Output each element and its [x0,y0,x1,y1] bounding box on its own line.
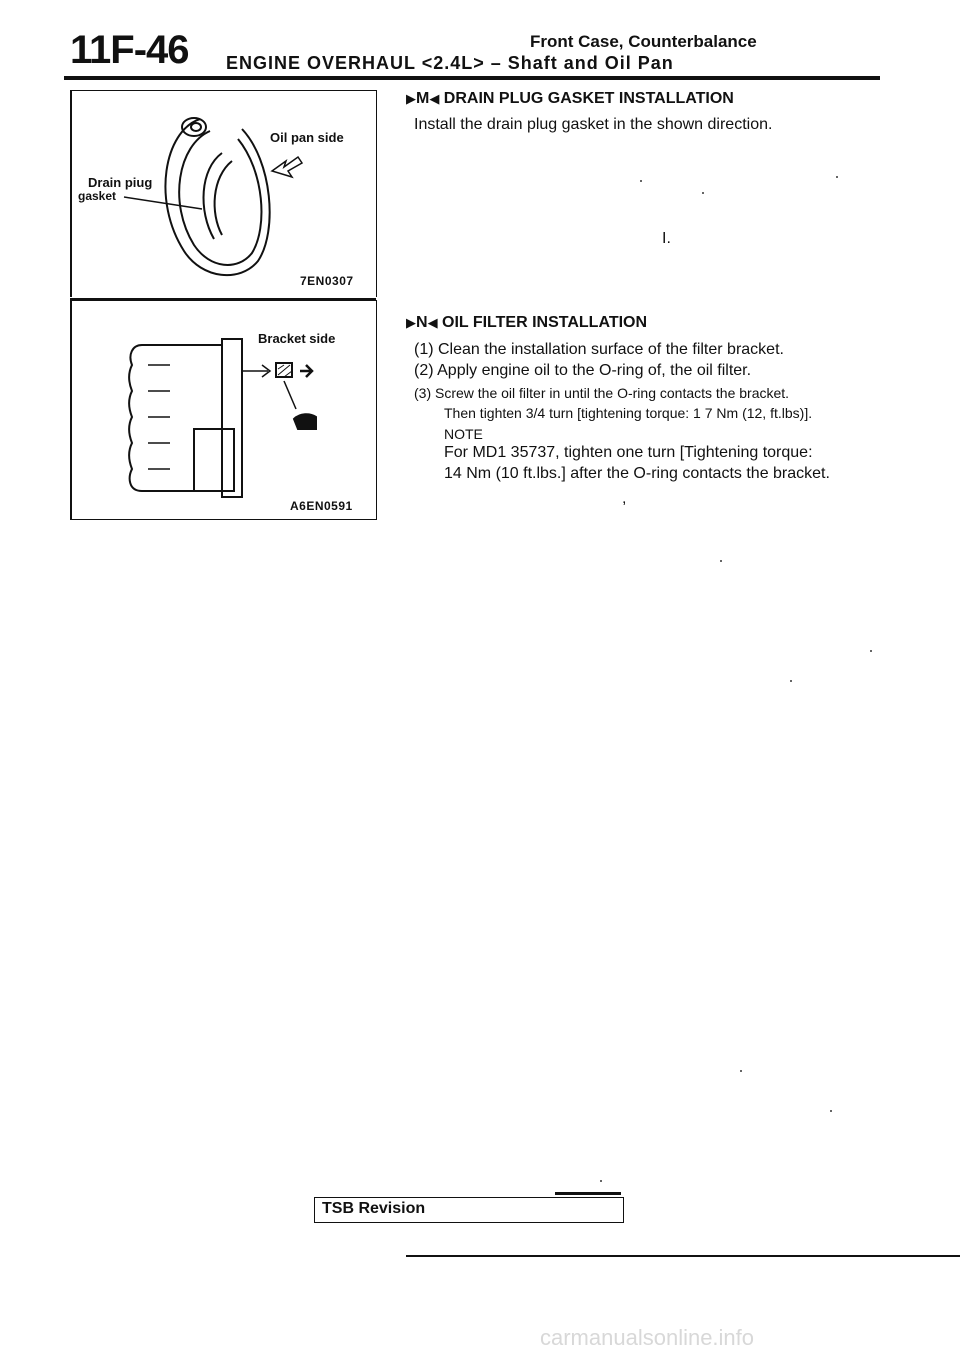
section-n-title: OIL FILTER INSTALLATION [442,314,648,331]
tsb-revision-label: TSB Revision [322,1200,426,1217]
stray-comma: , [622,490,627,507]
step-2: (2) Apply engine oil to the O-ring of, t… [414,362,752,379]
label-drain-plug: Drain piug [88,175,153,190]
step-3: (3) Screw the oil filter in until the O-… [414,385,790,401]
figure1-code: 7EN0307 [300,274,354,288]
figure-divider [70,298,376,300]
section-m-title: DRAIN PLUG GASKET INSTALLATION [443,90,734,107]
step-3-torque: Then tighten 3/4 turn [tightening torque… [444,405,813,421]
step-1: (1) Clean the installation surface of th… [414,341,784,358]
right-triangle-icon: ▶ [406,315,416,330]
note-line-2: 14 Nm (10 ft.lbs.] after the O-ring cont… [444,465,830,482]
right-triangle-icon: ▶ [406,91,416,106]
note-line-1: For MD1 35737, tighten one turn [Tighten… [444,444,813,461]
figure-oil-filter [70,300,377,520]
oil-filter-illustration [128,338,317,498]
left-triangle-icon: ◀ [429,91,440,106]
header-subtitle: Front Case, Counterbalance [530,32,757,51]
watermark-url: carmanualsonline.info [540,1325,755,1350]
section-oil-filter-heading: ▶N◀ OIL FILTER INSTALLATION [406,314,647,332]
section-drain-plug-heading: ▶M◀ DRAIN PLUG GASKET INSTALLATION [406,90,734,108]
section-marker-n: N [416,314,428,331]
header-rule [64,76,880,80]
footer-rule [406,1255,960,1257]
label-gasket: gasket [78,189,117,203]
section-marker-m: M [416,90,430,107]
tsb-tick [555,1192,621,1195]
header-title: ENGINE OVERHAUL <2.4L> – Shaft and Oil P… [226,53,674,73]
left-triangle-icon: ◀ [427,315,438,330]
label-oil-pan-side: Oil pan side [270,130,344,145]
section-m-body: Install the drain plug gasket in the sho… [414,116,773,133]
label-bracket-side: Bracket side [258,331,336,346]
stray-text: I. [662,230,671,247]
figure-drain-plug-gasket [70,90,377,297]
gasket-illustration [123,117,304,277]
note-label: NOTE [444,426,483,442]
tsb-revision-box [314,1197,624,1223]
page-number: 11F-46 [70,28,190,72]
figure2-code: A6EN0591 [290,499,353,513]
